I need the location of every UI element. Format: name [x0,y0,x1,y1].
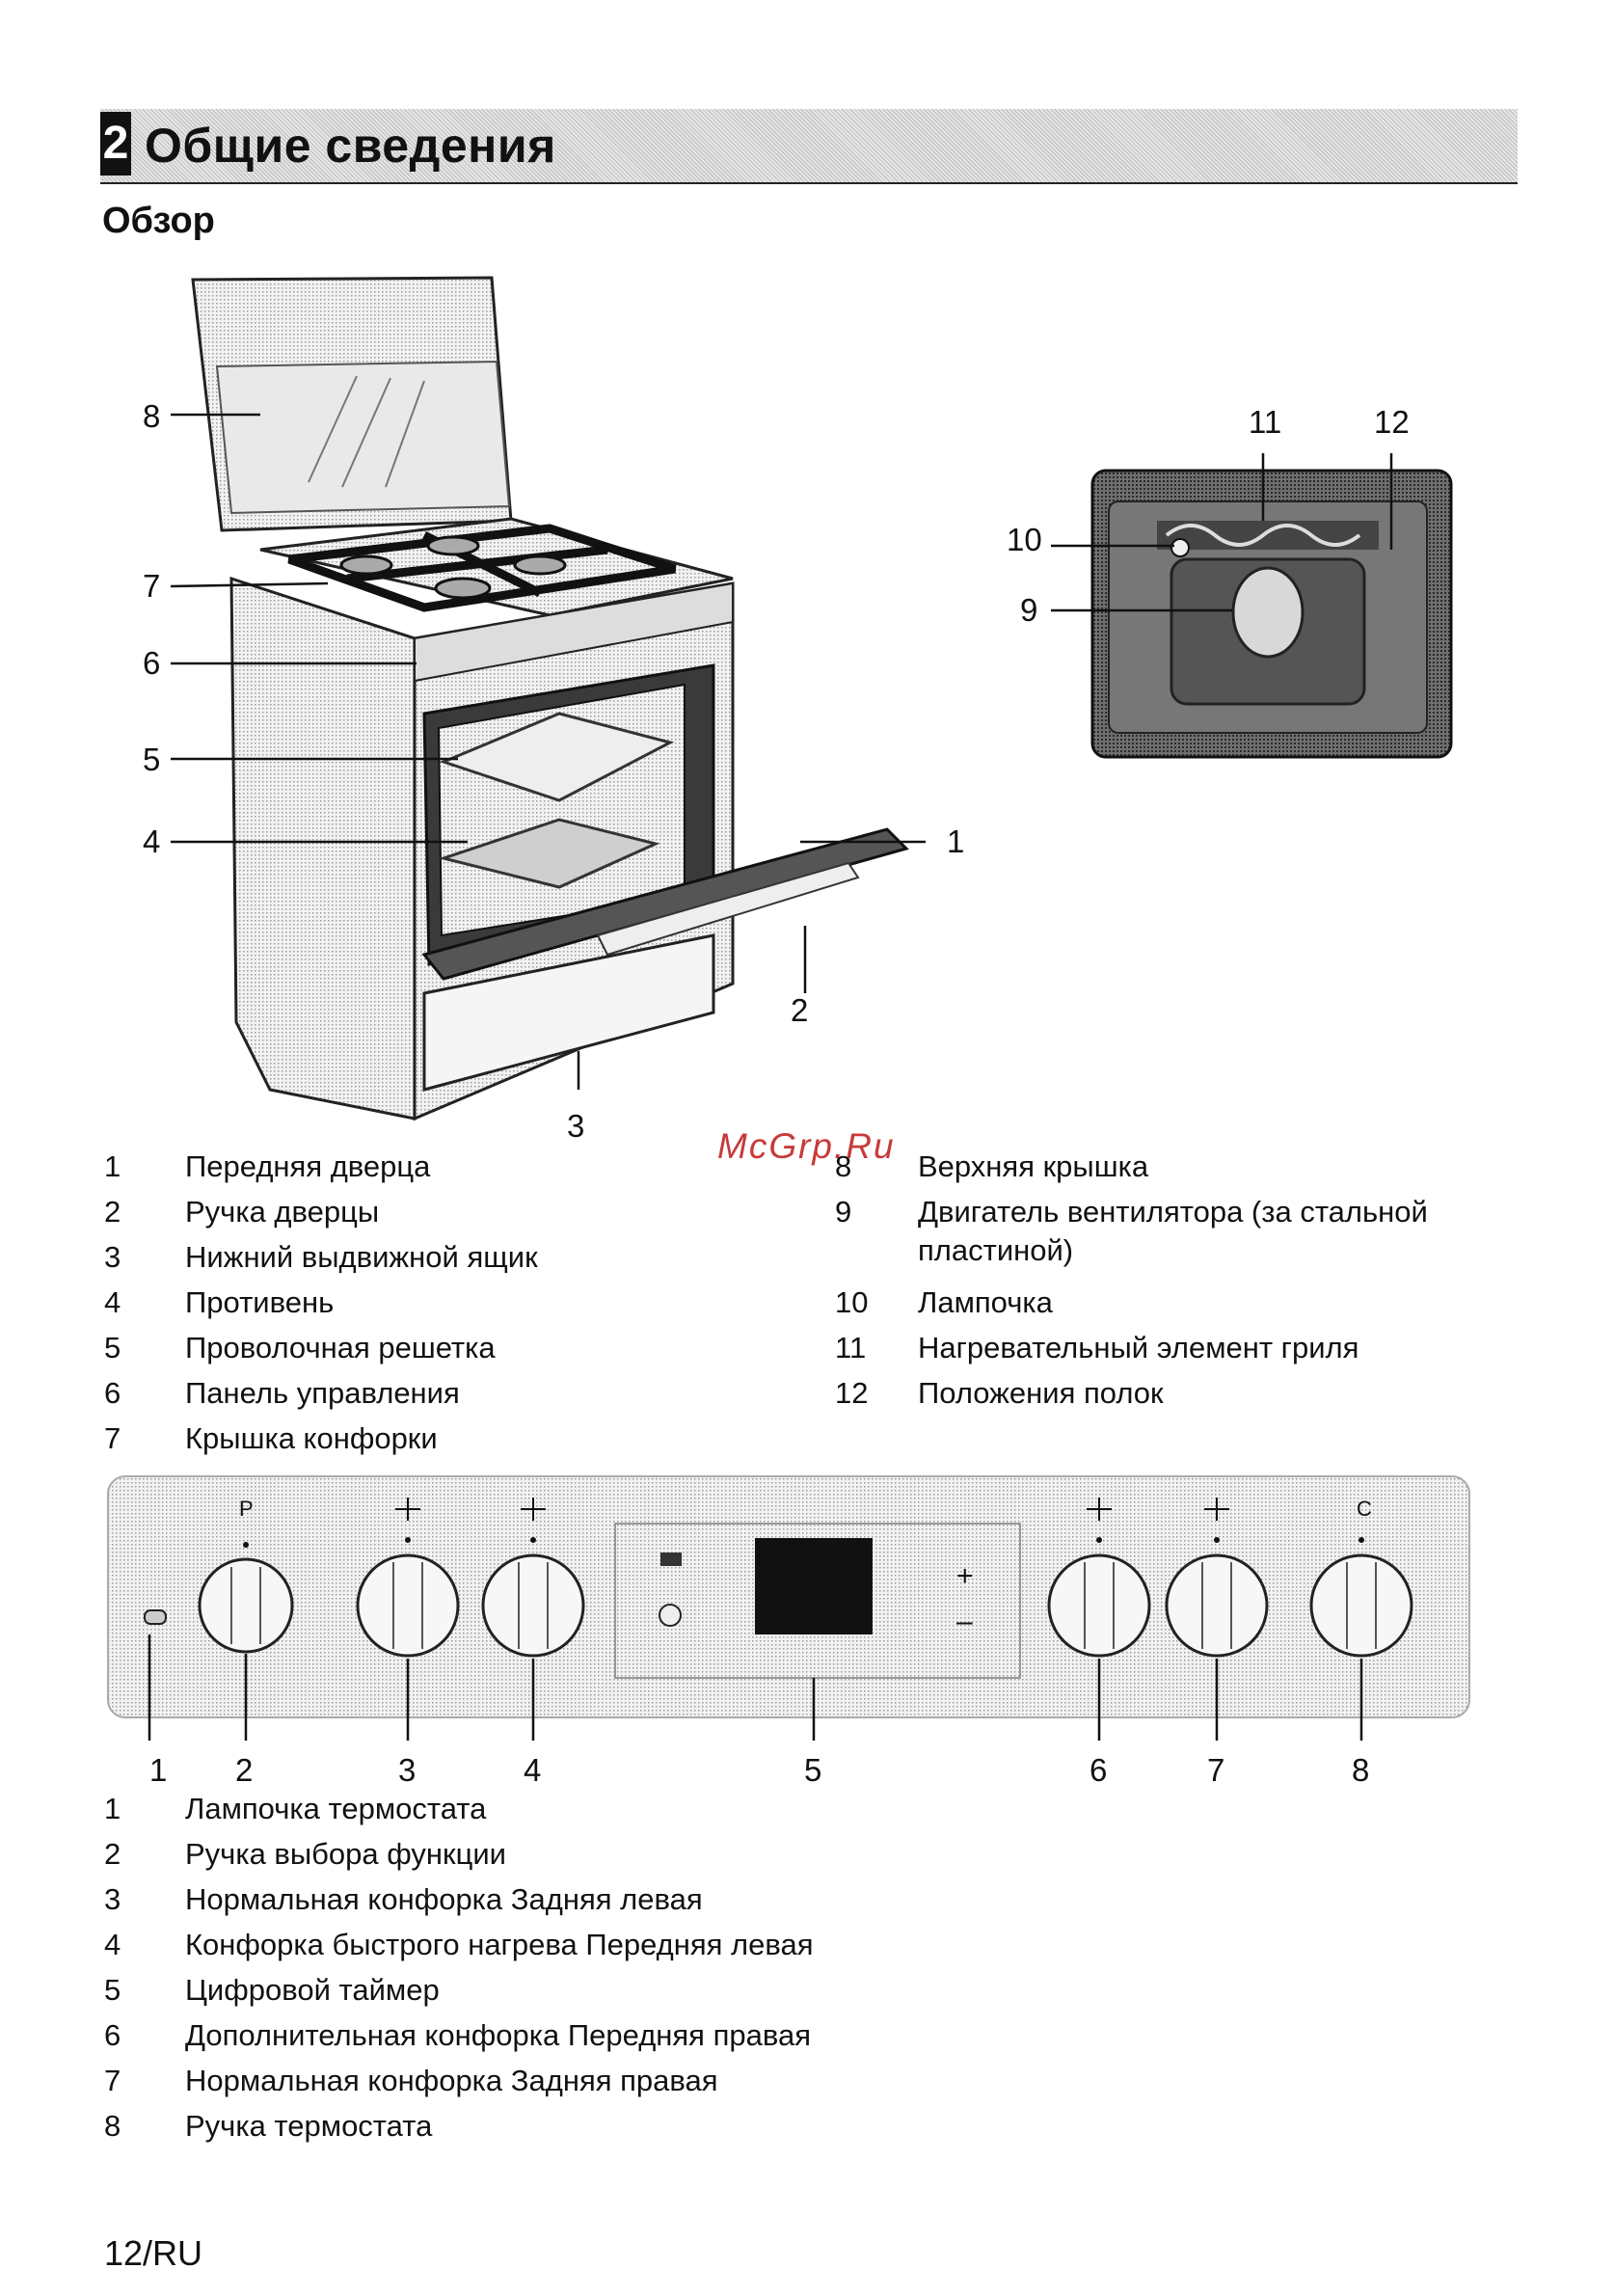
callout-3: 3 [567,1108,585,1144]
thermostat-knob-symbol: C [1357,1497,1372,1521]
list-item-text: Нормальная конфорка Задняя левая [185,1882,703,1916]
list-item-text: Передняя дверца [185,1149,431,1183]
list-item-text: Нормальная конфорка Задняя правая [185,2064,718,2097]
list-item-text: Крышка конфорки [185,1421,438,1455]
callout-11: 11 [1249,404,1282,440]
oven-interior-illustration [1051,453,1453,759]
callout-5: 5 [143,742,161,777]
burner-knob-rear-right [1165,1553,1269,1658]
list-item-text: Нижний выдвижной ящик [185,1240,538,1274]
list-item-number: 6 [104,1376,121,1410]
list-item-text: Противень [185,1285,335,1319]
callout-6: 6 [143,645,161,681]
list-item-text: Дополнительная конфорка Передняя правая [185,2018,812,2052]
list-item-text: Лампочка [918,1285,1053,1319]
section-header-bar [100,109,1518,184]
section-number: 2 [100,112,131,176]
section-title: Общие сведения [145,119,556,173]
timer-plus-button: + [956,1560,974,1592]
list-item-number: 2 [104,1195,121,1229]
list-item-number: 10 [835,1285,869,1319]
thermostat-lamp [144,1609,167,1625]
callout-7: 7 [143,568,161,604]
panel-callout-6: 6 [1089,1752,1108,1788]
list-item-number: 3 [104,1240,121,1274]
list-item-number: 1 [104,1792,121,1825]
list-item-text: Конфорка быстрого нагрева Передняя левая [185,1928,814,1961]
list-item-text: Двигатель вентилятора (за стальной [918,1195,1428,1229]
list-item-number: 6 [104,2018,121,2052]
page-number: 12/RU [104,2233,203,2273]
list-item-number: 1 [104,1149,121,1183]
callout-2: 2 [791,992,809,1028]
thermostat-knob [1309,1553,1413,1658]
function-knob-symbol: P [239,1497,254,1521]
list-item-number: 5 [104,1973,121,2007]
list-item-text: Ручка термостата [185,2109,433,2143]
callout-10: 10 [1007,522,1042,557]
stove-illustration [170,276,926,1121]
panel-callout-1: 1 [149,1752,168,1788]
panel-callout-3: 3 [398,1752,417,1788]
list-item-text: Нагревательный элемент гриля [918,1331,1359,1364]
list-item-text: Цифровой таймер [185,1973,440,2007]
list-item-number: 5 [104,1331,121,1364]
subsection-title: Обзор [102,201,215,241]
timer-display [755,1538,873,1634]
panel-callout-5: 5 [804,1752,822,1788]
callout-4: 4 [143,824,161,859]
burner-knob-front-left [481,1553,585,1658]
watermark-text: McGrp.Ru [717,1126,896,1166]
list-item-number: 8 [835,1149,852,1183]
list-item-text: Проволочная решетка [185,1331,496,1364]
list-item-number: 3 [104,1882,121,1916]
list-item-number: 4 [104,1928,121,1961]
callout-9: 9 [1020,592,1038,628]
timer-minus-button: – [956,1606,973,1637]
panel-callout-8: 8 [1352,1752,1370,1788]
list-item-text: Панель управления [185,1376,460,1410]
burner-knob-front-right [1047,1553,1151,1658]
list-item-number: 12 [835,1376,869,1410]
list-item-text: Положения полок [918,1376,1164,1410]
list-item-number: 7 [104,1421,121,1455]
burner-knob-rear-left [356,1553,460,1658]
control-panel-illustration [107,1475,1470,1741]
panel-callout-2: 2 [235,1752,254,1788]
panel-callout-4: 4 [524,1752,542,1788]
function-knob [198,1557,294,1654]
callout-1: 1 [947,824,965,859]
list-item-text: Ручка выбора функции [185,1837,506,1871]
list-item-number: 8 [104,2109,121,2143]
list-item-number: 11 [835,1331,867,1364]
list-item-number: 7 [104,2064,121,2097]
panel-callout-7: 7 [1207,1752,1225,1788]
list-item-text-continuation: пластиной) [918,1233,1074,1267]
callout-8: 8 [143,398,161,434]
list-item-text: Ручка дверцы [185,1195,380,1229]
clock-icon [659,1604,682,1627]
list-item-number: 9 [835,1195,852,1229]
list-item-number: 2 [104,1837,121,1871]
list-item-text: Верхняя крышка [918,1149,1149,1183]
list-item-text: Лампочка термостата [185,1792,487,1825]
callout-12: 12 [1374,404,1410,440]
list-item-number: 4 [104,1285,121,1319]
